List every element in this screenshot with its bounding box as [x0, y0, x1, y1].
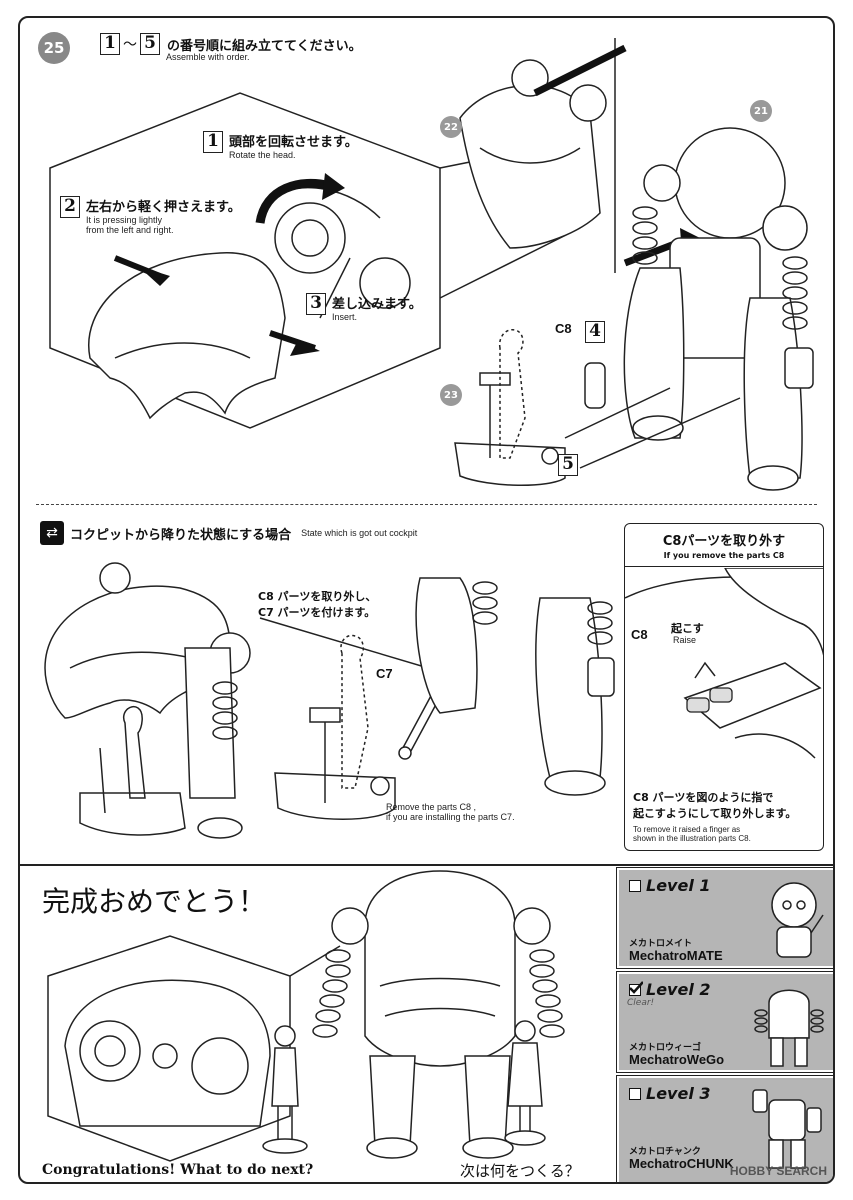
substep-3-en: Insert.	[332, 312, 358, 322]
range-end-box: 5	[140, 33, 160, 55]
substep-3-jp: 差し込みます。	[332, 297, 422, 312]
removal-desc-en2: shown in the illustration parts C8.	[633, 834, 751, 843]
range-separator: ～	[123, 37, 137, 53]
level-3-checkbox	[629, 1087, 641, 1100]
part-c8	[584, 362, 606, 409]
range-start-box: 1	[100, 33, 120, 55]
levels-panel: Level 1 メカトロメイト MechatroMATE Level 2 Cle…	[616, 866, 833, 1182]
c8-removal-box: C8パーツを取り外す If you remove the parts C8 C8…	[624, 523, 824, 851]
instruction-sheet: 25 1 ～ 5 の番号順に組み立ててください。 Assemble with o…	[18, 16, 835, 1184]
removal-title-jp: C8パーツを取り外す	[662, 534, 786, 549]
completed-robot-body	[364, 870, 516, 1067]
level-3-jp: メカトロチャンク	[629, 1147, 701, 1157]
cockpit-title-jp: コクピットから降りた状態にする場合	[70, 527, 292, 543]
watermark-text: HOBBY SEARCH	[729, 1164, 827, 1178]
part-c7-label: C7	[376, 666, 393, 681]
level-2-jp: メカトロウィーゴ	[629, 1043, 702, 1053]
removal-title-en: If you remove the parts C8	[663, 551, 785, 560]
mechatro-wego-icon	[754, 989, 824, 1067]
part-23-badge: 23	[440, 384, 462, 406]
level-3-en: MechatroCHUNK	[629, 1156, 734, 1171]
substep-2-en2: from the left and right.	[86, 225, 174, 235]
step-header: 1 ～ 5 の番号順に組み立ててください。	[100, 33, 362, 55]
cockpit-note-jp-line1: C8 パーツを取り外し、	[258, 590, 377, 603]
canopy-part	[88, 252, 286, 420]
removal-c8-label: C8	[631, 627, 648, 642]
detail-panel-outline	[49, 92, 441, 429]
substep-2-en1: It is pressing lightly	[86, 215, 163, 225]
completed-robot-illustration	[47, 870, 565, 1162]
substep-2-box: 2	[60, 196, 80, 218]
step-number-badge: 25	[38, 32, 70, 64]
section-divider	[36, 504, 817, 505]
congrats-jp: 完成おめでとう！	[42, 885, 267, 918]
substep-2-jp: 左右から軽く押さえます。	[86, 200, 241, 215]
substep-2: 2 左右から軽く押さえます。 It is pressing lightly fr…	[60, 196, 241, 235]
congrats-en: Congratulations! What to do next?	[42, 1162, 314, 1178]
cockpit-illustration	[44, 562, 615, 839]
mechatro-chunk-icon	[752, 1089, 822, 1169]
cockpit-header: ⇄ コクピットから降りた状態にする場合 State which is got o…	[40, 521, 417, 545]
level-2-title: Level 2	[646, 980, 711, 999]
cockpit-title-en: State which is got out cockpit	[301, 528, 418, 538]
level-1-jp: メカトロメイト	[629, 939, 693, 949]
level-2-card: Level 2 Clear! メカトロウィーゴ MechatroWeGo	[616, 971, 833, 1073]
substep-1-en: Rotate the head.	[229, 150, 296, 160]
part-22-badge: 22	[440, 116, 462, 138]
level-2-clear: Clear!	[627, 998, 655, 1008]
cockpit-note-en-line1: Remove the parts C8 ,	[386, 802, 477, 812]
part-21-badge: 21	[750, 100, 772, 122]
cockpit-note-jp-line2: C7 パーツを付けます。	[258, 606, 376, 619]
removal-desc-jp2: 起こすようにして取り外します。	[633, 807, 797, 820]
substep-5-box: 5	[558, 454, 578, 476]
part-c8-label: C8	[555, 321, 572, 336]
removal-desc: C8 パーツを図のように指で 起こすようにして取り外します。 To remove…	[633, 789, 796, 843]
level-3-card: Level 3 メカトロチャンク MechatroCHUNK	[616, 1075, 833, 1182]
raise-en: Raise	[673, 635, 697, 645]
cockpit-note-jp: C8 パーツを取り外し、 C7 パーツを付けます。	[258, 588, 376, 620]
cockpit-note-en-line2: if you are installing the parts C7.	[386, 812, 515, 822]
level-1-checkbox	[629, 879, 641, 892]
level-1-title: Level 1	[646, 876, 711, 895]
step-title-jp: の番号順に組み立ててください。	[167, 38, 362, 54]
next-jp: 次は何をつくる？	[460, 1162, 580, 1180]
substep-1-jp: 頭部を回転させます。	[229, 135, 358, 150]
level-2-checkbox	[629, 980, 643, 996]
check-icon	[629, 980, 643, 994]
completion-section: 完成おめでとう！	[20, 864, 833, 1182]
level-3-title: Level 3	[646, 1084, 711, 1103]
substep-3-box: 3	[306, 293, 326, 315]
substep-4-box: 4	[585, 321, 605, 343]
raise-jp: 起こす	[671, 622, 704, 635]
level-1-en: MechatroMATE	[629, 948, 723, 963]
level-2-en: MechatroWeGo	[629, 1052, 725, 1067]
substep-3: 3 差し込みます。 Insert.	[306, 293, 422, 322]
mechatro-mate-icon	[771, 882, 824, 958]
substep-1: 1 頭部を回転させます。 Rotate the head.	[203, 131, 358, 160]
part-23-base	[454, 442, 566, 487]
removal-desc-jp1: C8 パーツを図のように指で	[633, 791, 774, 804]
step-title-en: Assemble with order.	[166, 52, 250, 62]
swap-arrows-icon: ⇄	[40, 521, 64, 545]
removal-desc-en1: To remove it raised a finger as	[633, 825, 741, 834]
level-1-card: Level 1 メカトロメイト MechatroMATE	[616, 867, 833, 969]
substep-1-box: 1	[203, 131, 223, 153]
removal-illustration	[625, 568, 823, 759]
assembly-illustration	[49, 38, 814, 491]
cockpit-note-en: Remove the parts C8 , if you are install…	[386, 802, 515, 822]
